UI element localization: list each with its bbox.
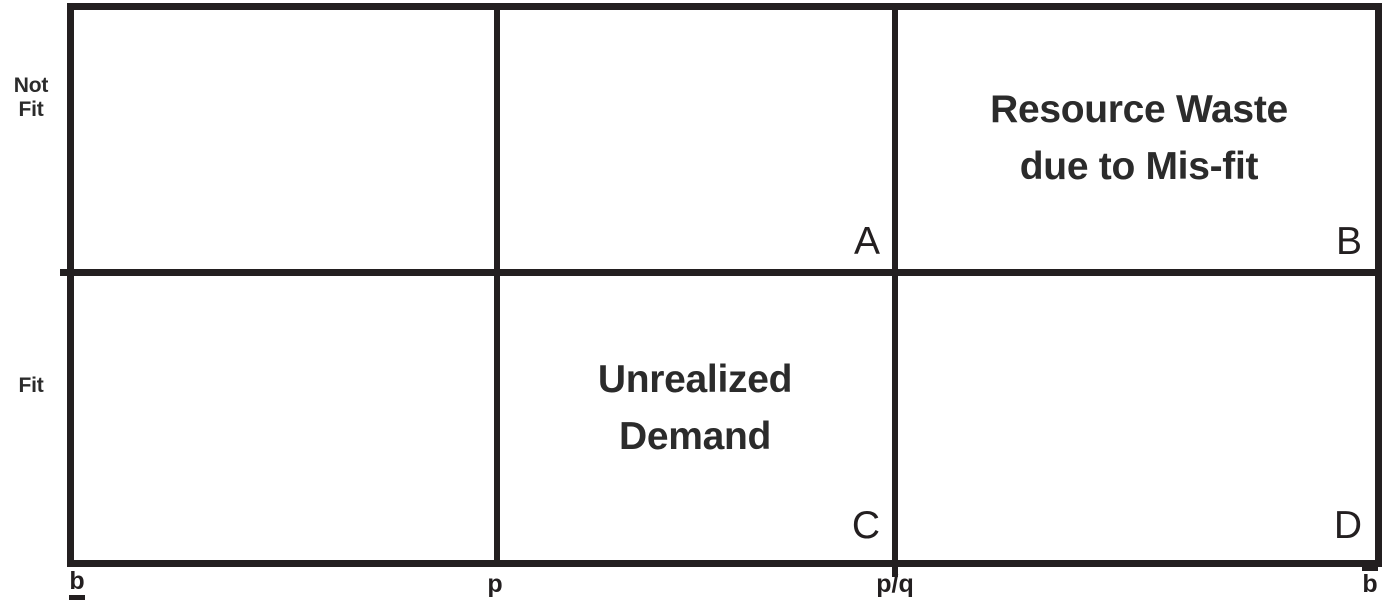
frame-top-border <box>67 3 1382 10</box>
corner-point-c: C <box>851 504 880 547</box>
corner-point-b: B <box>1335 220 1362 263</box>
y-axis-label-fit: Fit <box>18 374 44 397</box>
cell-label-resource-waste-line2: due to Mis-fit <box>1019 144 1259 188</box>
x-axis-tick-b-lower-text: b <box>69 569 85 600</box>
divider-vertical-p <box>494 3 500 567</box>
divider-horizontal-fit <box>60 269 1382 276</box>
y-axis-label-not-fit-line1: Not <box>13 74 49 97</box>
x-axis-tick-b-lower: b <box>40 569 114 600</box>
x-axis-tick-p: p <box>487 570 503 598</box>
cell-label-resource-waste: Resource Waste due to Mis-fit <box>900 82 1378 195</box>
frame-bottom-axis <box>67 560 1382 567</box>
frame-left-border <box>67 3 74 567</box>
y-axis-label-not-fit: Not Fit <box>0 74 62 121</box>
divider-vertical-p-over-q <box>892 3 898 577</box>
cell-label-unrealized-demand-line2: Demand <box>618 414 772 458</box>
x-axis-tick-p-over-q: p/q <box>876 570 914 598</box>
corner-point-d: D <box>1333 504 1362 547</box>
y-axis-label-not-fit-line2: Fit <box>18 97 44 121</box>
cell-label-resource-waste-line1: Resource Waste <box>990 88 1288 131</box>
cell-label-unrealized-demand-line1: Unrealized <box>597 358 793 401</box>
x-axis-tick-b-upper-text: b <box>1362 566 1378 597</box>
cell-label-unrealized-demand: Unrealized Demand <box>500 352 890 465</box>
frame-right-border <box>1375 3 1382 567</box>
tick-mark-left-fit <box>60 269 70 276</box>
corner-point-a: A <box>853 220 880 263</box>
x-axis-tick-b-upper: b <box>1340 566 1400 597</box>
